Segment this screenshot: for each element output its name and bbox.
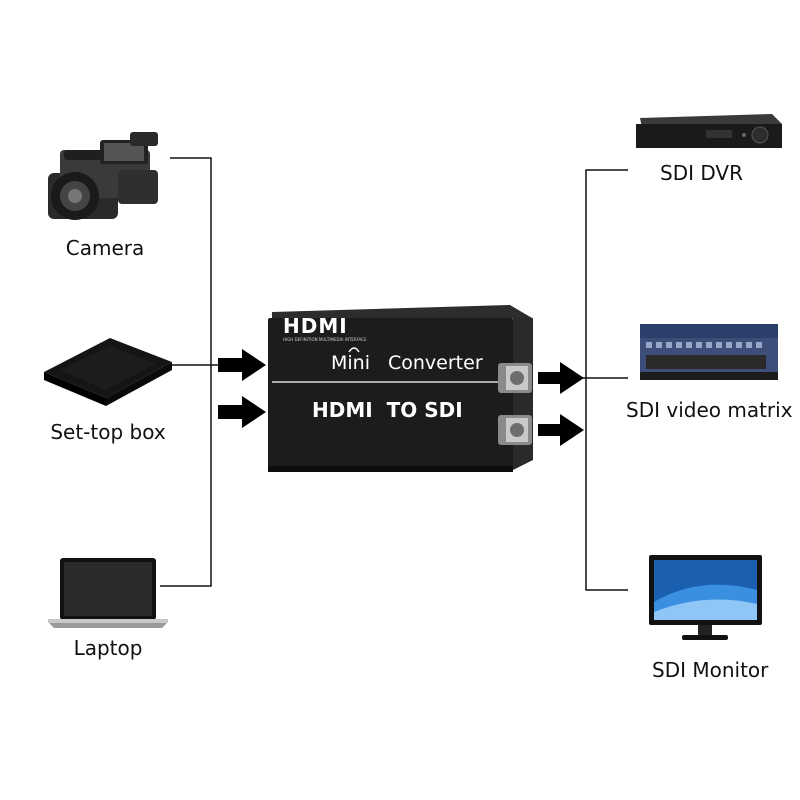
set-top-box-label: Set-top box (50, 420, 166, 444)
converter-label: Converter (388, 352, 483, 374)
output-arrow-2 (538, 414, 584, 446)
monitor-label: SDI Monitor (652, 658, 769, 682)
hdmi-logo-tagline: HIGH DEFINITION MULTIMEDIA INTERFACE (283, 337, 367, 342)
laptop-line (160, 365, 212, 587)
camera-label: Camera (65, 236, 145, 260)
input-arrow-1 (218, 349, 266, 381)
dvr-line (585, 169, 628, 591)
bnc-connector-2 (498, 415, 532, 445)
bnc-connector-1 (498, 363, 532, 393)
video-matrix-label: SDI video matrix (626, 398, 793, 422)
model-label: HDMI TO SDI (312, 398, 463, 422)
output-arrow-1 (538, 362, 584, 394)
camera-line (170, 157, 212, 365)
hdmi-logo: HDMI (283, 314, 348, 338)
input-arrow-2 (218, 396, 266, 428)
laptop-label: Laptop (73, 636, 143, 660)
mini-label: Mini (331, 352, 370, 374)
dvr-label: SDI DVR (660, 161, 743, 185)
